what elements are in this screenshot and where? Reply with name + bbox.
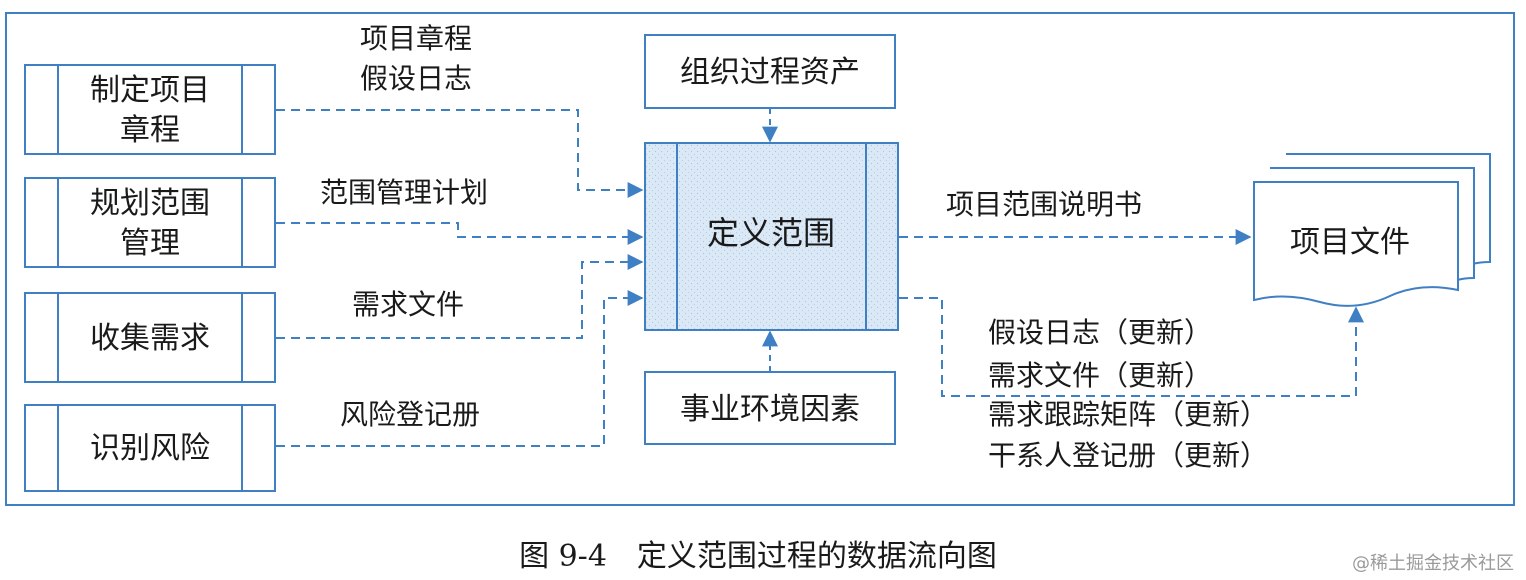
flow-label: 范围管理计划 bbox=[320, 176, 488, 209]
update-label: 假设日志（更新） bbox=[988, 316, 1212, 349]
input-box-scope-plan: 规划范围 管理 bbox=[24, 177, 276, 268]
outer-frame bbox=[5, 12, 1515, 506]
update-label: 需求文件（更新） bbox=[988, 359, 1212, 392]
flow-label: 假设日志 bbox=[360, 62, 472, 95]
top-input-box: 组织过程资产 bbox=[644, 34, 896, 109]
top-input-label: 组织过程资产 bbox=[680, 55, 860, 90]
input-box-charter: 制定项目 章程 bbox=[24, 64, 276, 155]
flow-label: 风险登记册 bbox=[340, 398, 480, 431]
flow-label: 项目范围说明书 bbox=[946, 188, 1142, 221]
input-box-label: 章程 bbox=[120, 113, 180, 148]
input-box-label: 制定项目 bbox=[90, 73, 210, 108]
bottom-input-box: 事业环境因素 bbox=[644, 371, 896, 445]
flow-arrow bbox=[899, 297, 1364, 397]
input-box-label: 收集需求 bbox=[90, 321, 210, 356]
input-box-identify-risks: 识别风险 bbox=[24, 404, 276, 492]
flow-arrow bbox=[276, 222, 644, 245]
update-label: 需求跟踪矩阵（更新） bbox=[988, 398, 1268, 431]
bottom-input-label: 事业环境因素 bbox=[680, 392, 860, 427]
documents-stack: 项目文件 bbox=[1253, 153, 1491, 307]
document-label: 项目文件 bbox=[1290, 225, 1410, 260]
flow-label: 项目章程 bbox=[360, 22, 472, 55]
input-box-label: 规划范围 bbox=[90, 186, 210, 221]
input-box-label: 管理 bbox=[120, 226, 180, 261]
process-label: 定义范围 bbox=[707, 214, 835, 252]
watermark: @稀土掘金技术社区 bbox=[1352, 553, 1514, 574]
flow-label: 需求文件 bbox=[352, 288, 464, 321]
update-label: 干系人登记册（更新） bbox=[988, 439, 1268, 472]
input-box-label: 识别风险 bbox=[90, 431, 210, 466]
flow-arrow bbox=[276, 109, 644, 198]
central-process: 定义范围 bbox=[644, 142, 899, 331]
input-box-collect-requirements: 收集需求 bbox=[24, 292, 276, 383]
flow-arrow bbox=[276, 254, 644, 339]
flow-arrow bbox=[276, 290, 644, 447]
figure-caption: 图 9-4 定义范围过程的数据流向图 bbox=[519, 539, 997, 574]
